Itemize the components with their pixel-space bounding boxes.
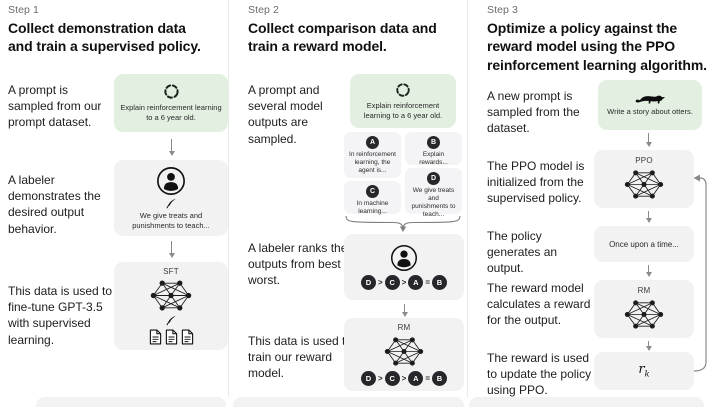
step2-ranking-card: D > C > A = B — [344, 234, 464, 300]
step1-labeler-card: We give treats and punishments to teach.… — [114, 160, 228, 236]
output-card-d: D We give treats and punishments to teac… — [405, 168, 462, 218]
step3-generate-text: The policy generates an output. — [487, 229, 558, 276]
rank-badge: B — [432, 275, 447, 290]
down-arrow — [644, 211, 653, 223]
output-card-c: C In machine learning... — [344, 181, 401, 216]
step2-prompt-card: Explain reinforcement learning to a 6 ye… — [350, 74, 456, 128]
output-d-badge: D — [427, 172, 440, 185]
bottom-card-edge — [469, 397, 704, 407]
brace-converge-arrow — [345, 215, 461, 232]
step3-rm-card: RM — [594, 280, 694, 338]
rank-badge: A — [408, 371, 424, 386]
down-arrow — [644, 341, 653, 351]
reward-symbol: rk — [638, 362, 650, 380]
down-arrow — [400, 304, 409, 317]
column-divider-1 — [228, 0, 229, 397]
step3-label: Step 3 — [487, 4, 518, 16]
step3-prompt-text: A new prompt is sampled from the dataset… — [487, 89, 580, 136]
ranking-row: D > C > A = B — [360, 275, 447, 290]
documents-icon — [149, 329, 194, 345]
step2-prompt-text: A prompt and several model outputs are s… — [248, 83, 323, 146]
output-card-b: B Explain rewards... — [405, 132, 462, 167]
neural-network-icon — [148, 277, 194, 314]
down-arrow — [167, 139, 176, 156]
neural-network-icon — [382, 334, 426, 369]
step3-prompt-card: Write a story about otters. — [598, 80, 702, 130]
rank-badge: D — [360, 371, 376, 386]
feedback-loop-arrow — [693, 174, 707, 372]
pen-icon — [165, 315, 177, 326]
rank-op: = — [425, 374, 430, 383]
step3-output-caption: Once upon a time... — [609, 239, 679, 249]
output-a-badge: A — [366, 136, 379, 149]
rank-op: = — [425, 278, 430, 287]
cycle-icon — [163, 83, 180, 100]
output-card-a: A In reinforcement learning, the agent i… — [344, 132, 401, 178]
rank-badge: A — [408, 275, 424, 290]
step1-finetune-text: This data is used to fine-tune GPT-3.5 w… — [8, 284, 113, 347]
step1-labeler-caption: We give treats and punishments to teach.… — [132, 210, 210, 230]
step3-reward-text: The reward model calculates a reward for… — [487, 281, 591, 328]
column-divider-2 — [467, 0, 468, 397]
rank-op: > — [377, 374, 383, 383]
step3-title: Optimize a policy against the reward mod… — [487, 20, 707, 73]
output-b-text: Explain rewards... — [419, 151, 448, 167]
step2-rank-text: A labeler ranks the outputs from best to… — [248, 241, 355, 288]
rank-badge: C — [384, 371, 400, 386]
output-c-text: In machine learning... — [356, 200, 389, 216]
step1-label: Step 1 — [8, 4, 39, 16]
rank-op: > — [401, 374, 407, 383]
step2-title: Collect comparison data and train a rewa… — [248, 20, 437, 55]
step1-prompt-card: Explain reinforcement learning to a 6 ye… — [114, 74, 228, 132]
down-arrow — [644, 265, 653, 277]
bottom-card-edge — [36, 397, 226, 407]
step1-labeler-text: A labeler demonstrates the desired outpu… — [8, 173, 101, 236]
rank-badge: D — [360, 275, 376, 290]
sft-label: SFT — [163, 267, 179, 276]
down-arrow — [167, 241, 176, 258]
step3-prompt-caption: Write a story about otters. — [607, 107, 693, 117]
step2-label: Step 2 — [248, 4, 279, 16]
down-arrow — [644, 133, 653, 147]
rank-badge: C — [384, 275, 400, 290]
output-c-badge: C — [366, 185, 379, 198]
step3-ppo-card: PPO — [594, 150, 694, 208]
otter-icon — [635, 93, 665, 105]
step2-rm-card: RM D > C > A = B — [344, 318, 464, 391]
ranking-row: D > C > A = B — [360, 371, 447, 386]
step3-output-card: Once upon a time... — [594, 226, 694, 262]
step3-update-text: The reward is used to update the policy … — [487, 351, 592, 398]
step3-reward-value-card: rk — [594, 352, 694, 390]
rm-label: RM — [397, 323, 411, 332]
rank-op: > — [401, 278, 407, 287]
labeler-person-icon — [390, 244, 418, 272]
ppo-label: PPO — [635, 156, 653, 165]
step2-prompt-caption: Explain reinforcement learning to a 6 ye… — [363, 100, 443, 120]
output-b-badge: B — [427, 136, 440, 149]
rank-badge: B — [432, 371, 447, 386]
neural-network-icon — [622, 297, 666, 332]
output-a-text: In reinforcement learning, the agent is.… — [349, 151, 396, 175]
step2-train-text: This data is used to train our reward mo… — [248, 334, 353, 381]
neural-network-icon — [622, 167, 666, 202]
step1-sft-card: SFT — [114, 262, 228, 350]
bottom-card-edge — [233, 397, 464, 407]
pen-icon — [165, 198, 177, 209]
step1-prompt-caption: Explain reinforcement learning to a 6 ye… — [120, 103, 222, 122]
step3-init-text: The PPO model is initialized from the su… — [487, 159, 585, 206]
labeler-person-icon — [156, 166, 186, 196]
step1-title: Collect demonstration data and train a s… — [8, 20, 201, 55]
rank-op: > — [377, 278, 383, 287]
cycle-icon — [395, 82, 411, 98]
step1-prompt-text: A prompt is sampled from our prompt data… — [8, 83, 102, 130]
rm-label: RM — [637, 286, 651, 295]
output-d-text: We give treats and punishments to teach.… — [411, 187, 456, 219]
